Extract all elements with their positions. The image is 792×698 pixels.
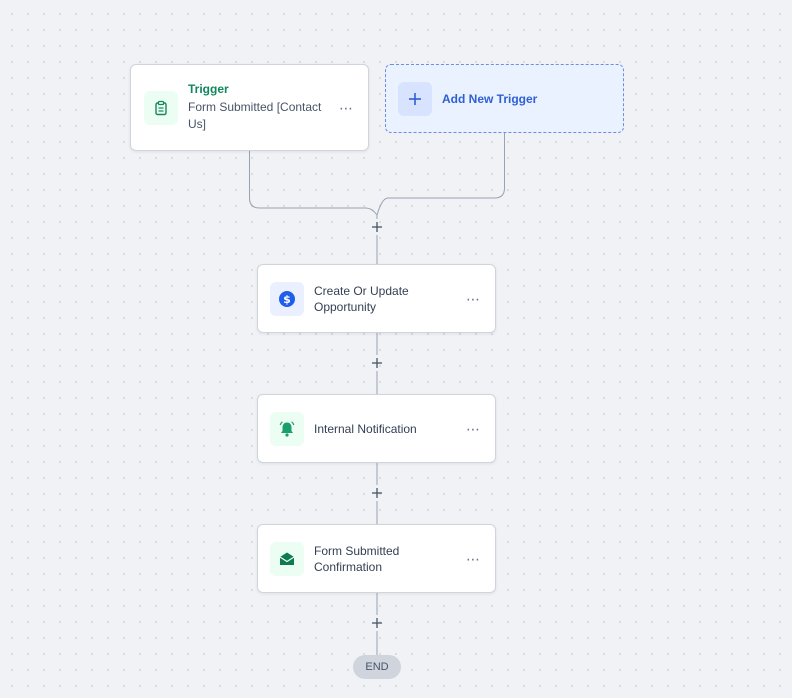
trigger-description: Form Submitted [Contact Us] — [188, 100, 322, 131]
end-node: END — [353, 655, 401, 679]
add-step-button[interactable] — [369, 485, 385, 501]
trigger-title: Trigger — [188, 82, 229, 96]
add-step-button[interactable] — [369, 219, 385, 235]
plus-icon — [372, 222, 382, 232]
svg-text:$: $ — [283, 293, 291, 306]
plus-icon — [372, 618, 382, 628]
add-new-trigger-label: Add New Trigger — [442, 91, 538, 106]
action-card-form-submitted-confirmation[interactable]: Form Submitted Confirmation ⋯ — [257, 524, 496, 593]
clipboard-icon — [144, 90, 178, 125]
trigger-card[interactable]: Trigger Form Submitted [Contact Us] ⋯ — [130, 64, 369, 151]
action-label: Internal Notification — [314, 421, 417, 436]
plus-icon — [372, 358, 382, 368]
dollar-icon: $ — [270, 281, 304, 316]
action-card-create-or-update-opportunity[interactable]: $ Create Or Update Opportunity ⋯ — [257, 264, 496, 333]
add-step-button[interactable] — [369, 355, 385, 371]
plus-icon — [398, 81, 432, 116]
trigger-menu-icon[interactable]: ⋯ — [339, 99, 354, 116]
add-step-button[interactable] — [369, 615, 385, 631]
plus-icon — [372, 488, 382, 498]
add-new-trigger-button[interactable]: Add New Trigger — [385, 64, 624, 133]
action-card-internal-notification[interactable]: Internal Notification ⋯ — [257, 394, 496, 463]
bell-icon — [270, 411, 304, 446]
mail-open-icon — [270, 541, 304, 576]
action-menu-icon[interactable]: ⋯ — [466, 550, 481, 567]
action-menu-icon[interactable]: ⋯ — [466, 420, 481, 437]
action-menu-icon[interactable]: ⋯ — [466, 290, 481, 307]
action-label: Create Or Update Opportunity — [314, 283, 409, 314]
action-label: Form Submitted Confirmation — [314, 543, 400, 574]
